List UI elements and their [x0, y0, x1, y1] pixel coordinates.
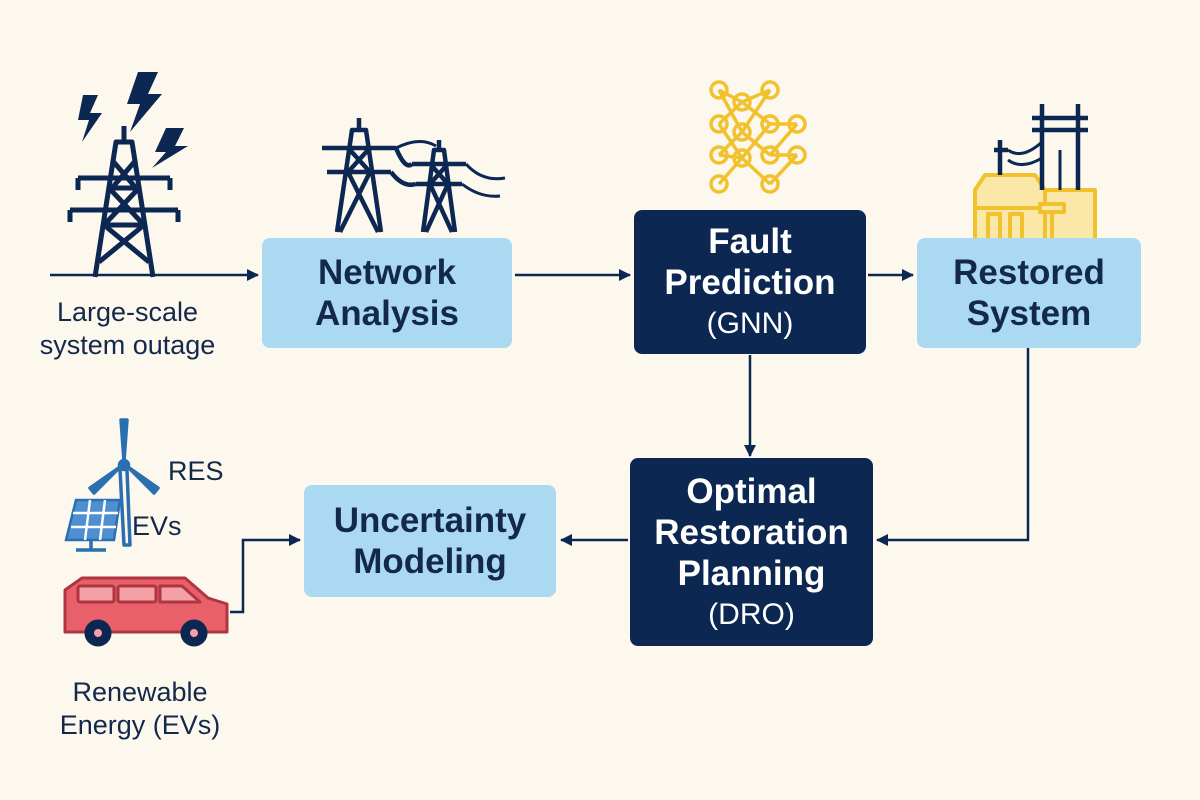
solar-panel-icon: [64, 498, 122, 552]
outage-label-line-1: Large-scale: [56, 297, 199, 327]
uncertainty-modeling-box[interactable]: Uncertainty Modeling: [304, 485, 556, 597]
optimal-restoration-box[interactable]: Optimal Restoration Planning (DRO): [630, 458, 873, 646]
uncertainty-modeling-title-2: Modeling: [353, 542, 507, 581]
transmission-tower-icon: [67, 126, 181, 278]
renewable-label-line-1: Renewable: [72, 677, 208, 707]
renewable-label: Renewable Energy (EVs): [25, 676, 255, 742]
substation-icon: [973, 104, 1097, 244]
electric-vehicle-icon: [63, 576, 229, 647]
neural-network-icon: [709, 80, 807, 194]
res-label: RES: [168, 456, 224, 486]
fault-prediction-title-2: Prediction: [664, 263, 836, 302]
outage-label-line-2: system outage: [39, 330, 216, 360]
evs-label: EVs: [132, 511, 182, 541]
network-analysis-title-1: Network: [317, 253, 457, 292]
optimal-restoration-title-1: Optimal: [686, 471, 817, 511]
restored-system-title-2: System: [966, 294, 1092, 333]
power-lines-icon: [322, 118, 506, 234]
fault-prediction-box[interactable]: Fault Prediction (GNN): [634, 210, 866, 354]
optimal-restoration-sub: (DRO): [708, 597, 795, 631]
fault-prediction-title-1: Fault: [708, 222, 792, 261]
restored-system-box[interactable]: Restored System: [917, 238, 1141, 348]
fault-prediction-sub: (GNN): [706, 307, 794, 340]
network-analysis-box[interactable]: Network Analysis: [262, 238, 512, 348]
uncertainty-modeling-title-1: Uncertainty: [333, 501, 527, 540]
renewable-label-line-2: Energy (EVs): [59, 710, 221, 740]
outage-label: Large-scale system outage: [20, 296, 235, 362]
optimal-restoration-title-2: Restoration: [654, 512, 849, 552]
optimal-restoration-title-3: Planning: [677, 553, 826, 593]
connectors: [50, 269, 1030, 614]
network-analysis-title-2: Analysis: [315, 294, 459, 333]
lightning-bolt-icon: [78, 72, 188, 168]
restored-system-title-1: Restored: [953, 253, 1105, 292]
arrow-ev-to-uncertainty: [230, 534, 301, 614]
wind-turbine-icon: [88, 418, 160, 547]
arrow-restored-to-optimal: [876, 348, 1030, 546]
